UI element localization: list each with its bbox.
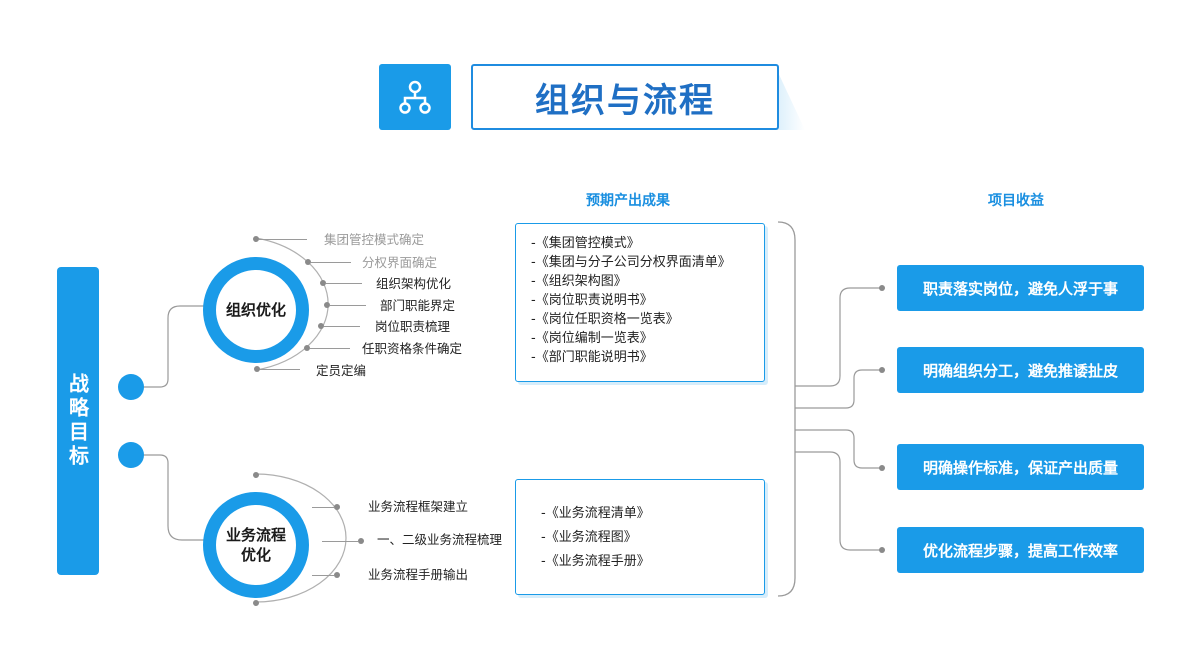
item-line — [311, 262, 351, 263]
item-dot — [253, 236, 259, 242]
item-line — [322, 541, 358, 542]
benefit-item: 职责落实岗位，避免人浮于事 — [897, 265, 1144, 311]
item-dot — [253, 600, 259, 606]
item-line — [312, 575, 334, 576]
strategy-label: 战略目标 — [65, 373, 90, 469]
item-dot — [254, 366, 260, 372]
list-item: 定员定编 — [316, 363, 367, 378]
module-ring-org: 组织优化 — [203, 257, 309, 363]
item-line — [312, 507, 334, 508]
benefit-item: 明确操作标准，保证产出质量 — [897, 444, 1144, 490]
list-item: 分权界面确定 — [362, 255, 438, 270]
item-line — [330, 305, 366, 306]
module-title: 业务流程优化 — [225, 526, 286, 564]
strategy-bar: 战略目标 — [57, 267, 99, 575]
item-line — [310, 348, 350, 349]
deliverable-item: -《岗位任职资格一览表》 — [531, 312, 679, 327]
deliverable-item: -《岗位编制一览表》 — [531, 331, 653, 346]
item-dot — [334, 572, 340, 578]
deliverable-item: -《岗位职责说明书》 — [531, 293, 653, 308]
benefits-header: 项目收益 — [988, 193, 1044, 209]
list-item: 业务流程手册输出 — [368, 567, 469, 582]
deliverable-item: -《业务流程手册》 — [541, 554, 650, 569]
list-item: 业务流程框架建立 — [368, 499, 469, 514]
deliverables-box-process — [515, 479, 765, 595]
item-line — [260, 369, 300, 370]
page-title: 组织与流程 — [471, 64, 779, 130]
module-title: 组织优化 — [225, 301, 286, 319]
title-icon-box — [379, 64, 451, 130]
deliverables-list-org: -《集团管控模式》 -《集团与分子公司分权界面清单》 -《组织架构图》 -《岗位… — [531, 234, 731, 367]
item-line — [259, 239, 307, 240]
item-line — [324, 326, 360, 327]
item-dot — [305, 259, 311, 265]
deliverables-list-process: -《业务流程清单》 -《业务流程图》 -《业务流程手册》 — [541, 502, 650, 574]
strategy-node-top — [118, 374, 144, 400]
item-dot — [318, 323, 324, 329]
strategy-node-bottom — [118, 442, 144, 468]
list-item: 岗位职责梳理 — [375, 319, 451, 334]
deliverable-item: -《业务流程图》 — [541, 530, 637, 545]
module-ring-process: 业务流程优化 — [203, 492, 309, 598]
item-dot — [253, 472, 259, 478]
list-item: 一、二级业务流程梳理 — [377, 532, 503, 547]
benefit-item: 明确组织分工，避免推诿扯皮 — [897, 347, 1144, 393]
deliverable-item: -《集团与分子公司分权界面清单》 — [531, 255, 731, 270]
benefit-item: 优化流程步骤，提高工作效率 — [897, 527, 1144, 573]
item-dot — [358, 538, 364, 544]
deliverables-box-org — [515, 223, 765, 382]
list-item: 组织架构优化 — [376, 276, 452, 291]
item-dot — [334, 504, 340, 510]
deliverable-item: -《部门职能说明书》 — [531, 350, 653, 365]
list-item: 任职资格条件确定 — [362, 341, 463, 356]
deliverables-header: 预期产出成果 — [586, 193, 670, 209]
deliverable-item: -《组织架构图》 — [531, 274, 627, 289]
item-dot — [304, 345, 310, 351]
org-hierarchy-icon — [399, 80, 431, 114]
list-item: 部门职能界定 — [380, 298, 456, 313]
item-dot — [320, 280, 326, 286]
item-dot — [324, 302, 330, 308]
deliverable-item: -《集团管控模式》 — [531, 236, 640, 251]
list-item: 集团管控模式确定 — [324, 232, 425, 247]
item-line — [326, 283, 362, 284]
deliverable-item: -《业务流程清单》 — [541, 506, 650, 521]
